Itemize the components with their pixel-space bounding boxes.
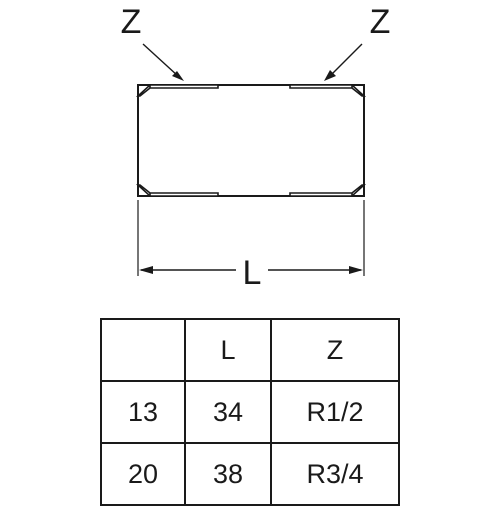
dimension-arrow-left [139, 266, 153, 274]
dimension-arrow-right [349, 266, 363, 274]
left-leader-arrow [172, 71, 184, 81]
right-thread-bottom [289, 184, 367, 197]
left-thread-bottom [135, 184, 219, 197]
table-header-cell [100, 318, 186, 382]
table-cell: 38 [184, 442, 272, 506]
table-cell: 13 [100, 380, 186, 444]
table-row: 20 38 R3/4 [100, 442, 400, 506]
thread-label-left: Z [121, 3, 142, 41]
table-cell: R1/2 [270, 380, 400, 444]
nipple-fitting-drawing: Z Z L [121, 3, 391, 292]
table-header-cell: L [184, 318, 272, 382]
table-header-cell: Z [270, 318, 400, 382]
right-thread-top [289, 84, 367, 97]
table-cell: 34 [184, 380, 272, 444]
left-leader-line [142, 43, 179, 77]
table-header-row: L Z [100, 318, 400, 382]
right-leader-line [329, 43, 363, 77]
fitting-body [137, 84, 365, 197]
thread-label-right: Z [370, 3, 391, 41]
left-thread-top [135, 84, 219, 97]
table-cell: 20 [100, 442, 186, 506]
length-label: L [243, 254, 262, 292]
table-cell: R3/4 [270, 442, 400, 506]
right-leader-arrow [324, 70, 336, 81]
table-row: 13 34 R1/2 [100, 380, 400, 444]
spec-table: L Z 13 34 R1/2 20 38 R3/4 [100, 318, 400, 506]
